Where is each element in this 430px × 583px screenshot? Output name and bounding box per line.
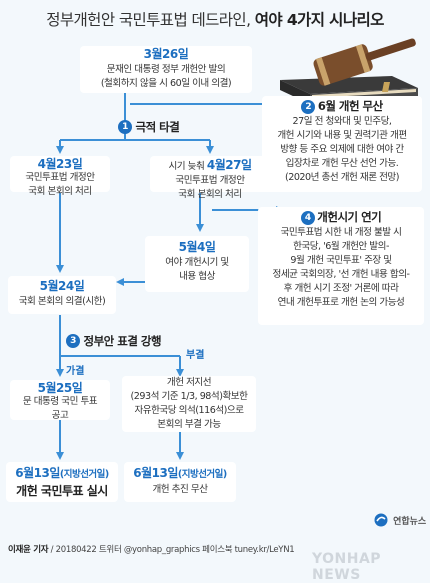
scenario1-heading: 1 극적 타결 [118,119,180,135]
page-title: 정부개헌안 국민투표법 데드라인, 여야 4가지 시나리오 [0,8,430,30]
may4-date: 5월4일 [178,240,216,254]
scenario1-label: 극적 타결 [135,120,180,134]
apr23-box: 4월23일 국민투표법 개정안 국회 본회의 처리 [10,156,110,197]
scenario4-number: 4 [300,211,315,225]
apr27-line2: 국회 본회의 처리 [178,189,242,200]
may4-box: 5월4일 여야 개헌시기 및 내용 협상 [145,236,249,292]
may25-line2: 공고 [51,410,69,421]
scenario2-line3: 방향 등 주요 의제에 대한 여야 간 [280,144,404,155]
scenario4-box: 4 개헌시기 연기 국민투표법 시한 내 개정 불발 시 한국당, '6월 개헌… [258,207,424,325]
jun13-left-line1: 개헌 국민투표 실시 [16,484,108,498]
reject-label: 부결 [186,350,205,361]
reject-line3: 자유한국당 의석(116석)으로 [134,405,244,416]
may24-box: 5월24일 국회 본회의 의결(시한) [8,276,116,314]
footer-credit: 이재윤 기자 / 20180422 트위터 @yonhap_graphics 페… [8,543,295,555]
scenario4-line2: 한국당, '6월 개헌안 발의- [293,241,389,252]
title-main: 정부개헌안 국민투표법 데드라인, [46,11,251,29]
scenario3-number: 3 [66,334,80,348]
footer-text: / 20180422 트위터 @yonhap_graphics 페이스북 tun… [48,545,295,555]
may4-line2: 내용 협상 [179,271,215,282]
jun13-right-date: 6월13일 [133,466,178,480]
top-box: 3월26일 문재인 대통령 정부 개헌안 발의 (철회하지 않을 시 60일 이… [80,46,252,93]
watermark: YONHAP NEWS [312,551,382,583]
may25-date: 5월25일 [37,381,83,395]
may4-line1: 여야 개헌시기 및 [165,257,229,268]
scenario1-number: 1 [118,120,132,134]
scenario4-line1: 국민투표법 시한 내 개정 불발 시 [280,227,403,238]
apr23-date: 4월23일 [37,157,83,171]
pass-label: 가결 [66,366,85,377]
reject-box: 개헌 저지선 (293석 기준 1/3, 98석)확보한 자유한국당 의석(11… [122,376,256,432]
jun13-right-sub: (지방선거일) [177,469,227,480]
apr23-line1: 국민투표법 개정안 [25,172,95,183]
scenario3-label: 정부안 표결 강행 [83,334,162,348]
scenario4-line4: 정세균 국회의장, '선 개헌 내용 합의- [272,269,410,280]
may25-box: 5월25일 문 대통령 국민 투표 공고 [10,380,110,421]
jun13-right-box: 6월13일(지방선거일) 개헌 추진 무산 [124,462,236,502]
jun13-left-sub: (지방선거일) [59,469,109,480]
may24-date: 5월24일 [39,279,85,293]
scenario4-line6: 연내 개헌투표로 개헌 논의 가능성 [277,297,405,308]
yonhap-logo-icon [374,513,388,526]
top-box-date: 3월26일 [143,47,189,61]
jun13-right-line1: 개헌 추진 무산 [152,484,208,495]
scenario2-line4: 입장차로 개헌 무산 선언 가능. [285,158,399,169]
yonhap-brand: 연합뉴스 [393,517,427,527]
scenario2-line1: 27일 전 청와대 및 민주당, [292,116,392,127]
jun13-left-date: 6월13일 [15,466,60,480]
top-box-line2: (철회하지 않을 시 60일 이내 의결) [100,78,232,89]
apr27-date: 4월27일 [206,158,252,172]
scenario4-label: 개헌시기 연기 [317,210,382,224]
reject-line4: 본회의 부결 가능 [157,419,221,430]
apr27-prefix: 시기 늦춰 [168,161,205,172]
reject-line2: (293석 기준 1/3, 98석)확보한 [130,391,248,402]
scenario3-heading: 3 정부안 표결 강행 [66,333,162,349]
scenario4-line3: 9월 개헌 국민투표' 주장 및 [290,255,392,266]
scenario2-label: 6월 개헌 무산 [317,99,383,113]
scenario2-box: 2 6월 개헌 무산 27일 전 청와대 및 민주당, 개헌 시기와 내용 및 … [262,96,422,192]
scenario2-number: 2 [301,100,316,114]
scenario2-line2: 개헌 시기와 내용 및 권력기관 개편 [277,130,407,141]
apr27-line1: 국민투표법 개정안 [175,175,245,186]
may25-line1: 문 대통령 국민 투표 [22,396,98,407]
scenario4-line5: 후 개헌 시기 조정' 거론에 따라 [283,283,399,294]
apr27-box: 시기 늦춰 4월27일 국민투표법 개정안 국회 본회의 처리 [150,156,270,200]
scenario2-line5: (2020년 총선 개헌 재론 전망) [284,172,400,183]
yonhap-logo: 연합뉴스 [374,509,426,528]
jun13-left-box: 6월13일(지방선거일) 개헌 국민투표 실시 [6,462,118,502]
top-box-line1: 문재인 대통령 정부 개헌안 발의 [106,64,226,75]
title-bold: 여야 4가지 시나리오 [254,11,385,29]
may24-line1: 국회 본회의 의결(시한) [18,296,106,307]
apr23-line2: 국회 본회의 처리 [28,186,92,197]
footer-author: 이재윤 기자 [8,545,49,555]
reject-line1: 개헌 저지선 [166,377,212,388]
